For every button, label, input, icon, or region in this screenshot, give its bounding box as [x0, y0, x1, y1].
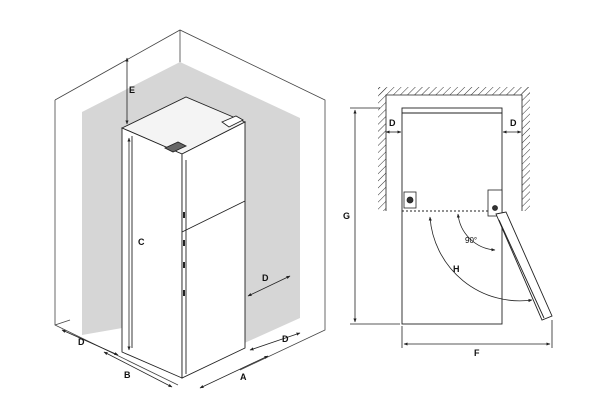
hinge-block [487, 189, 503, 217]
opened-door [495, 211, 553, 321]
dimension-g [350, 107, 400, 325]
label-a: A [240, 372, 247, 382]
label-d-front: D [78, 337, 85, 347]
door-handles [183, 212, 185, 296]
label-g: G [343, 211, 350, 221]
label-angle: 90° [465, 236, 477, 245]
dimension-b [103, 351, 173, 388]
label-c: C [138, 237, 145, 247]
label-d-back: D [282, 334, 289, 344]
dimension-h [428, 216, 533, 303]
dimension-d-side [247, 275, 291, 297]
label-f: F [474, 348, 480, 358]
wall-inner-edges [385, 94, 523, 211]
label-b: B [124, 370, 131, 380]
control-box [403, 191, 417, 209]
dimension-a [199, 355, 269, 389]
left-view: E C D D D B A [54, 29, 326, 389]
label-d-side: D [262, 273, 269, 283]
hatched-walls [378, 87, 530, 211]
label-d-left: D [389, 118, 396, 128]
fridge-body [120, 96, 247, 379]
label-d-right: D [510, 118, 517, 128]
dimension-d-back [249, 332, 301, 351]
right-view: 90° H D D G F [343, 87, 553, 358]
label-h: H [453, 264, 460, 274]
label-e: E [129, 85, 135, 95]
fridge-plan [401, 107, 503, 325]
dimension-d-front [61, 329, 119, 356]
dimension-f [401, 320, 553, 348]
